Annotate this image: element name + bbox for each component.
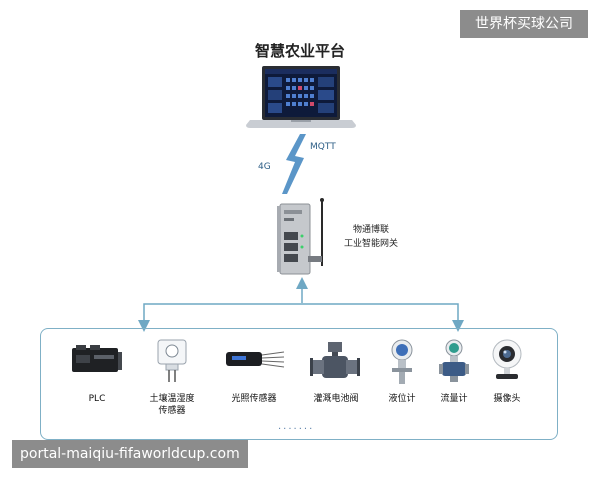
device-label-soil-sensor: 土壤温湿度 传感器 [149, 394, 195, 416]
device-label-camera: 摄像头 [493, 394, 521, 404]
device-label-valve: 灌溉电池阀 [313, 394, 359, 404]
valve-icon [310, 342, 360, 378]
soil-sensor-icon [157, 339, 187, 382]
level-meter-icon [391, 339, 413, 384]
device-label-level-meter: 液位计 [388, 394, 416, 404]
device-label-light-sensor: 光照传感器 [231, 394, 277, 404]
gateway-label-line1: 物通博联 [353, 225, 390, 235]
platform-title: 智慧农业平台 [254, 42, 345, 60]
devices-frame [40, 328, 558, 440]
camera-icon [492, 339, 522, 379]
more-devices-indicator: ....... [278, 421, 315, 432]
device-label-flow-meter: 流量计 [440, 394, 468, 404]
protocol-label: MQTT [310, 142, 336, 152]
gateway-label: 物通博联 工业智能网关 [344, 223, 398, 251]
network-label: 4G [258, 162, 271, 172]
laptop-dashboard-icon [246, 66, 356, 128]
plc-icon [72, 345, 122, 372]
watermark-bottom-left: portal-maiqiu-fifaworldcup.com [12, 440, 248, 468]
wireless-lightning-icon [282, 134, 306, 194]
gateway-label-line2: 工业智能网关 [344, 239, 399, 249]
watermark-top-right: 世界杯买球公司 [460, 10, 588, 38]
flow-meter-icon [439, 339, 469, 382]
light-sensor-icon [226, 351, 285, 368]
device-label-plc: PLC [88, 394, 106, 404]
gateway-device-icon [277, 198, 324, 275]
